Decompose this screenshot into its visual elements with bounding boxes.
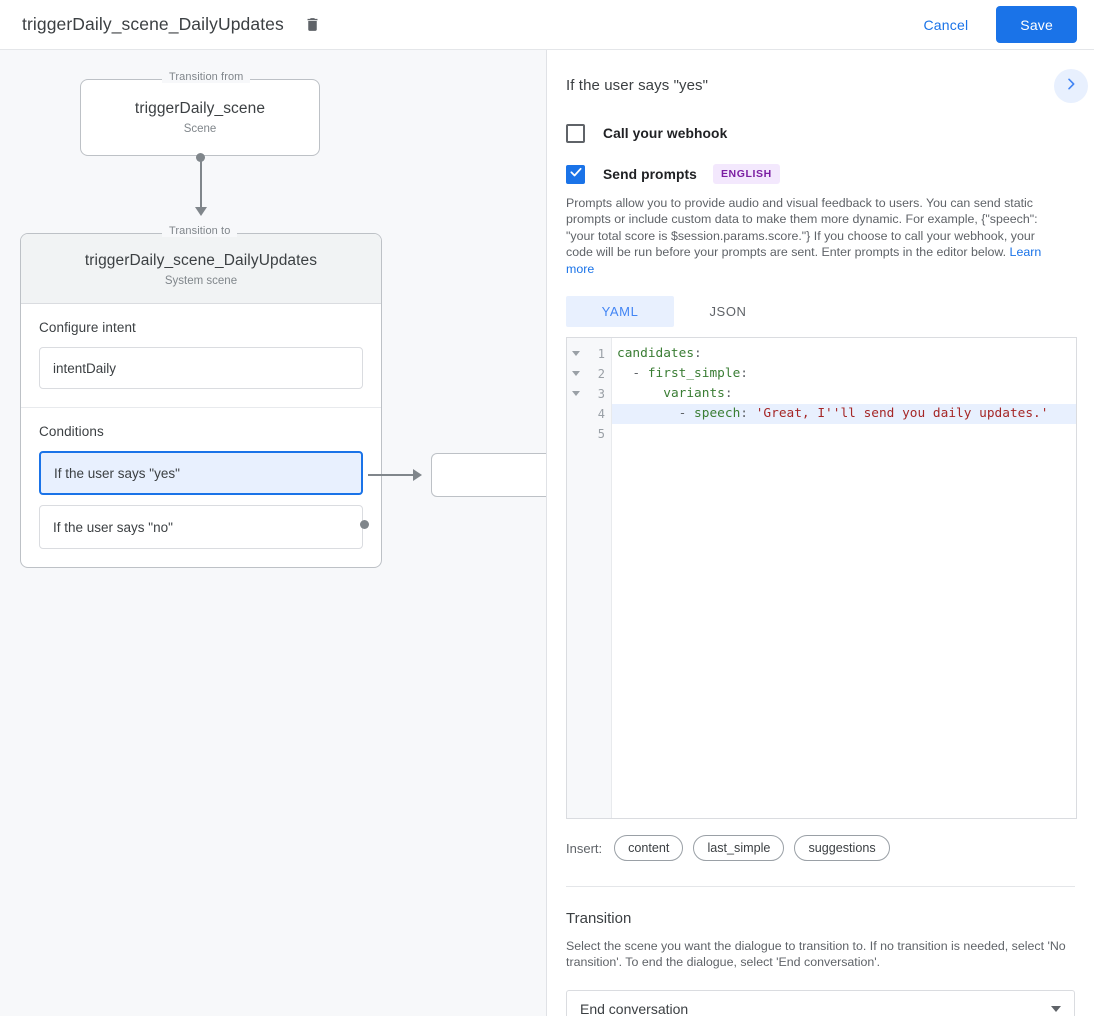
tab-json[interactable]: JSON (709, 304, 747, 320)
transition-from-node-subtitle: Scene (183, 123, 217, 135)
insert-chips-row: Insert: content last_simple suggestions (566, 835, 1094, 862)
conditions-section: Conditions If the user says "yes" If the… (21, 408, 381, 567)
top-app-bar: triggerDaily_scene_DailyUpdates Cancel S… (0, 0, 1094, 50)
transition-target-node[interactable] (431, 453, 546, 497)
condition-item-no[interactable]: If the user says "no" (39, 505, 363, 549)
call-webhook-checkbox[interactable] (566, 124, 585, 143)
call-webhook-row[interactable]: Call your webhook (547, 124, 1094, 143)
editor-code-line: - speech: 'Great, I''ll send you daily u… (612, 404, 1076, 425)
editor-code-line: candidates: (617, 346, 702, 362)
send-prompts-help-text: Prompts allow you to provide audio and v… (566, 196, 1038, 260)
editor-code-line: - first_simple: (617, 366, 748, 382)
tab-yaml[interactable]: YAML (566, 296, 674, 328)
topbar-actions: Cancel Save (910, 6, 1077, 43)
send-prompts-checkbox[interactable] (566, 164, 585, 184)
transition-section-title: Transition (566, 910, 632, 928)
details-panel: If the user says "yes" Call your webhook (547, 50, 1094, 1016)
transition-to-node-title: triggerDaily_scene_DailyUpdates (84, 252, 318, 269)
transition-from-legend: Transition from (162, 71, 251, 83)
condition-edge-line (368, 474, 414, 476)
insert-chip-last-simple[interactable]: last_simple (693, 835, 785, 862)
transition-to-legend: Transition to (162, 225, 238, 237)
editor-code-line (612, 424, 1076, 444)
trash-icon (304, 16, 321, 33)
conditions-label: Conditions (39, 424, 104, 439)
save-button[interactable]: Save (996, 6, 1077, 43)
editor-format-tabs: YAML JSON (566, 296, 1094, 328)
insert-chip-content[interactable]: content (614, 835, 684, 862)
send-prompts-label: Send prompts (603, 166, 697, 182)
transition-to-node: triggerDaily_scene_DailyUpdates System s… (20, 233, 382, 568)
transition-target-select[interactable]: End conversation (566, 989, 1075, 1016)
editor-line-number: 1 (567, 344, 611, 364)
transition-to-node-subtitle: System scene (164, 275, 238, 287)
editor-code-line: variants: (663, 386, 733, 402)
transition-from-node[interactable]: triggerDaily_scene Scene (80, 79, 320, 156)
edge-arrow-down-icon (195, 207, 207, 216)
transition-from-node-title: triggerDaily_scene (134, 100, 266, 117)
cancel-button[interactable]: Cancel (910, 8, 983, 42)
language-badge: ENGLISH (712, 164, 780, 184)
page-title: triggerDaily_scene_DailyUpdates (22, 14, 284, 34)
details-panel-header: If the user says "yes" (547, 50, 1094, 103)
editor-code-area[interactable]: candidates: - first_simple: variants: - … (612, 338, 1076, 818)
section-divider (566, 886, 1075, 888)
scene-graph-canvas[interactable]: triggerDaily_scene Scene Transition from… (0, 50, 546, 1016)
fold-triangle-icon[interactable] (572, 351, 580, 357)
configure-intent-section: Configure intent intentDaily (21, 304, 381, 408)
configure-intent-label: Configure intent (39, 320, 136, 335)
chevron-right-icon (1063, 76, 1079, 97)
check-icon (569, 165, 583, 184)
collapse-panel-button[interactable] (1054, 69, 1088, 103)
details-panel-title: If the user says "yes" (566, 77, 709, 94)
send-prompts-help: Prompts allow you to provide audio and v… (547, 195, 1071, 277)
transition-section-description: Select the scene you want the dialogue t… (566, 939, 1066, 970)
condition-item-yes[interactable]: If the user says "yes" (39, 451, 363, 495)
editor-line-number: 5 (597, 427, 605, 442)
chevron-down-icon (1051, 1005, 1061, 1012)
insert-chip-suggestions[interactable]: suggestions (794, 835, 890, 862)
delete-button[interactable] (300, 12, 326, 38)
editor-line-number: 4 (597, 407, 605, 422)
editor-line-number: 2 (567, 364, 611, 384)
fold-triangle-icon[interactable] (572, 391, 580, 397)
fold-triangle-icon[interactable] (572, 371, 580, 377)
intent-value-box[interactable]: intentDaily (39, 347, 363, 389)
condition-edge-dot (360, 520, 369, 529)
editor-line-number: 3 (567, 384, 611, 404)
call-webhook-label: Call your webhook (603, 126, 728, 141)
edge-line-vertical (200, 157, 202, 209)
condition-edge-arrow-icon (413, 469, 422, 481)
transition-target-value: End conversation (580, 1000, 689, 1016)
transition-to-node-header[interactable]: triggerDaily_scene_DailyUpdates System s… (21, 234, 381, 304)
insert-label: Insert: (566, 840, 603, 856)
send-prompts-row[interactable]: Send prompts ENGLISH (547, 164, 1094, 184)
learn-more-link[interactable]: Learn more (566, 245, 1042, 276)
panel-divider (546, 50, 547, 1016)
